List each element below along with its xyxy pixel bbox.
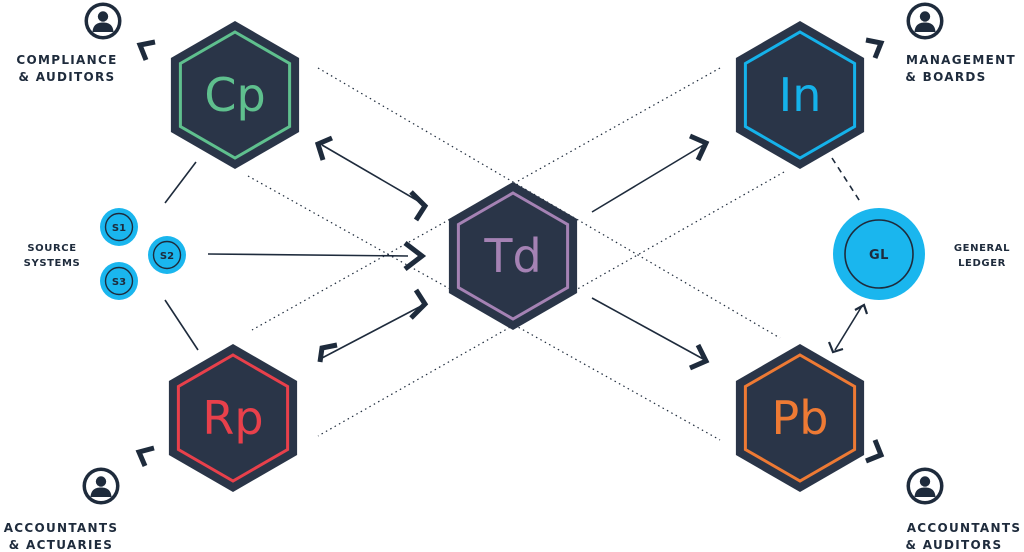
user-group-bottom-left-line2: & ACTUARIES [9, 538, 113, 552]
source-system-s1: S1 [100, 208, 138, 246]
user-group-bottom-right-line1: ACCOUNTANTS [907, 521, 1022, 535]
user-icon [906, 467, 944, 505]
node-td: Td [448, 182, 578, 330]
general-ledger: GL GENERAL LEDGER [833, 208, 1010, 300]
user-group-top-left-line1: COMPLIANCE [16, 53, 117, 67]
node-in: In [735, 21, 865, 169]
general-ledger-label-line1: GENERAL [954, 243, 1010, 254]
source-systems: S1 S2 S3 SOURCE SYSTEMS [24, 208, 186, 300]
general-ledger-code: GL [869, 248, 889, 263]
general-ledger-label-line2: LEDGER [958, 258, 1006, 269]
source-system-s3-label: S3 [112, 277, 126, 288]
user-icon [82, 467, 120, 505]
user-group-top-right: MANAGEMENT & BOARDS [905, 2, 1016, 84]
node-pb-code: Pb [772, 391, 829, 445]
source-system-s2-label: S2 [160, 251, 174, 262]
source-system-s2: S2 [148, 236, 186, 274]
user-group-bottom-left-line1: ACCOUNTANTS [4, 521, 119, 535]
node-rp-code: Rp [202, 391, 263, 445]
source-system-s1-label: S1 [112, 223, 126, 234]
source-systems-label-line1: SOURCE [27, 243, 76, 254]
user-group-bottom-right: ACCOUNTANTS & AUDITORS [906, 467, 1022, 552]
user-group-bottom-right-line2: & AUDITORS [906, 538, 1003, 552]
node-rp: Rp [168, 344, 298, 492]
user-icon [84, 2, 122, 40]
user-group-top-right-line1: MANAGEMENT [906, 53, 1016, 67]
source-system-s3: S3 [100, 262, 138, 300]
user-group-top-right-line2: & BOARDS [905, 70, 986, 84]
connector-lines [164, 143, 863, 361]
arrow-heads [135, 37, 885, 467]
user-icon [906, 2, 944, 40]
node-td-code: Td [483, 229, 541, 283]
user-group-top-left: COMPLIANCE & AUDITORS [16, 2, 122, 84]
source-systems-label-line2: SYSTEMS [24, 258, 81, 269]
node-in-code: In [779, 68, 822, 122]
user-group-bottom-left: ACCOUNTANTS & ACTUARIES [4, 467, 120, 552]
node-pb: Pb [735, 344, 865, 492]
node-cp-code: Cp [204, 68, 265, 122]
node-cp: Cp [170, 21, 300, 169]
user-group-top-left-line2: & AUDITORS [19, 70, 116, 84]
